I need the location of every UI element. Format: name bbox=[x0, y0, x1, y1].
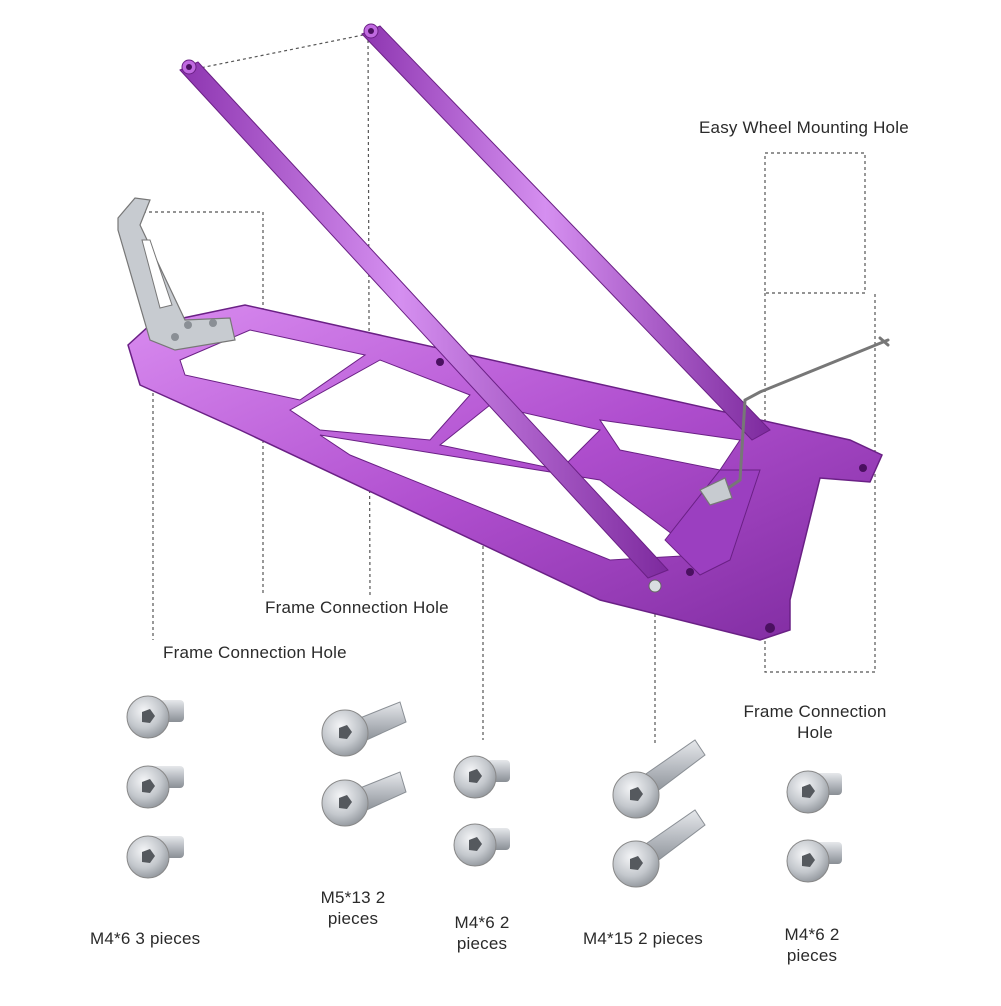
support-rods bbox=[179, 23, 771, 579]
part-label-m4x6-2-a: M4*6 2 pieces bbox=[454, 913, 510, 953]
wire-clip bbox=[699, 336, 890, 506]
bolt-group-m4x6-2b bbox=[786, 770, 842, 883]
frame-connection-hole-left-label: Frame Connection Hole bbox=[163, 643, 347, 662]
bolt-m5x13-a bbox=[321, 701, 407, 757]
bolt-group-m4x6-3 bbox=[126, 695, 184, 879]
steel-bracket bbox=[117, 197, 236, 351]
bolt-m4x6-f bbox=[786, 770, 842, 814]
easy-wheel-mounting-hole-label: Easy Wheel Mounting Hole bbox=[699, 118, 909, 137]
bolt-m4x15-b bbox=[612, 809, 706, 888]
bolt-m4x15-a bbox=[612, 739, 706, 819]
bolt-m4x6-a bbox=[126, 695, 184, 739]
part-label-m4x6-2-b: M4*6 2 pieces bbox=[784, 925, 840, 965]
part-label-m4x15-2: M4*15 2 pieces bbox=[583, 929, 703, 948]
bolt-m4x6-c bbox=[126, 835, 184, 879]
frame-connection-hole-upper-label: Frame Connection Hole bbox=[265, 598, 449, 617]
part-label-m4x6-3: M4*6 3 pieces bbox=[90, 929, 201, 948]
bolt-m4x6-g bbox=[786, 839, 842, 883]
bolt-m4x6-d bbox=[453, 755, 510, 799]
bolt-group-m4x15 bbox=[612, 739, 706, 888]
part-label-m5x13-2: M5*13 2 pieces bbox=[320, 888, 386, 928]
bolt-m4x6-b bbox=[126, 765, 184, 809]
bolt-m4x6-e bbox=[453, 823, 510, 867]
rack-frame bbox=[127, 304, 883, 641]
bolt-group-m5x13 bbox=[321, 701, 407, 827]
bolt-group-m4x6-2a bbox=[453, 755, 510, 867]
bolt-m5x13-b bbox=[321, 771, 407, 827]
frame-connection-hole-right-label: Frame Connection Hole bbox=[743, 702, 887, 742]
